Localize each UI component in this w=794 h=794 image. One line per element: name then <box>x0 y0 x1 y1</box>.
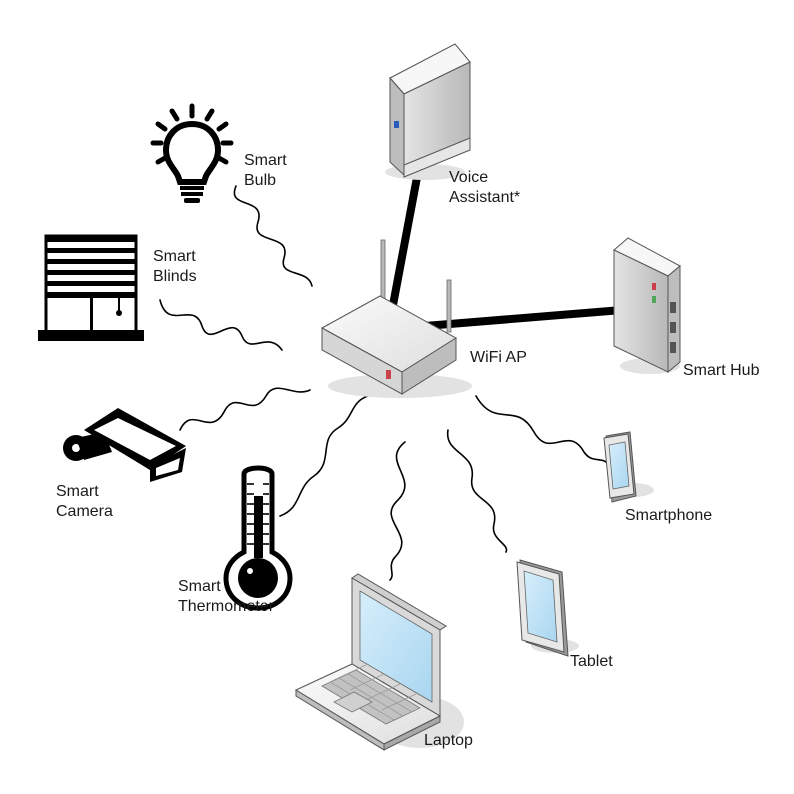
laptop-label-text: Laptop <box>424 732 473 749</box>
wired-link-voice-assistant <box>389 171 422 306</box>
laptop-label: Laptop <box>424 731 473 751</box>
smart-thermometer-icon <box>223 465 293 611</box>
smart-bulb-label-line2: Bulb <box>244 172 277 189</box>
smart-bulb-label: Smart Bulb <box>244 151 287 191</box>
smartphone-label-text: Smartphone <box>625 507 713 524</box>
smartphone-icon <box>603 431 654 503</box>
wireless-link-smart-camera <box>179 387 311 431</box>
voice-assistant-label-line1: Voice <box>449 169 489 186</box>
tablet-icon <box>516 559 579 657</box>
smart-hub-label-text: Smart Hub <box>683 362 760 379</box>
smart-thermometer-label-line1: Smart <box>178 578 221 595</box>
laptop-icon <box>294 573 464 751</box>
wifi-ap-label: WiFi AP <box>470 348 527 368</box>
wireless-link-smart-thermometer <box>279 395 369 517</box>
smart-blinds-label-line2: Blinds <box>153 268 197 285</box>
wireless-link-smart-bulb <box>233 185 313 287</box>
wireless-link-smart-blinds <box>159 299 283 351</box>
smart-blinds-icon <box>38 234 144 341</box>
wireless-link-smartphone <box>475 395 609 465</box>
voice-assistant-label-line2: Assistant* <box>449 189 521 206</box>
smart-bulb-icon <box>150 103 234 203</box>
wireless-link-laptop <box>389 441 406 581</box>
smart-hub-label: Smart Hub <box>683 361 759 381</box>
smart-camera-label: Smart Camera <box>56 482 113 522</box>
smart-thermometer-label-line2: Thermometer <box>178 598 275 615</box>
wifi-ap-label-text: WiFi AP <box>470 349 527 366</box>
smart-blinds-label: Smart Blinds <box>153 247 197 287</box>
smart-thermometer-label: Smart Thermometer <box>178 577 274 617</box>
tablet-label: Tablet <box>570 652 613 672</box>
smart-hub-icon <box>613 237 681 374</box>
smart-camera-label-line1: Smart <box>56 483 99 500</box>
smartphone-label: Smartphone <box>625 506 712 526</box>
wifi-ap-icon <box>320 239 472 398</box>
tablet-label-text: Tablet <box>570 653 613 670</box>
wireless-links <box>159 185 609 581</box>
wired-links <box>389 171 623 330</box>
voice-assistant-icon <box>385 43 471 180</box>
voice-assistant-label: Voice Assistant* <box>449 168 520 208</box>
smart-camera-icon <box>63 408 186 482</box>
smart-blinds-label-line1: Smart <box>153 248 196 265</box>
wireless-link-tablet <box>447 429 508 553</box>
smart-camera-label-line2: Camera <box>56 503 113 520</box>
smart-bulb-label-line1: Smart <box>244 152 287 169</box>
wired-link-smart-hub <box>424 306 623 330</box>
